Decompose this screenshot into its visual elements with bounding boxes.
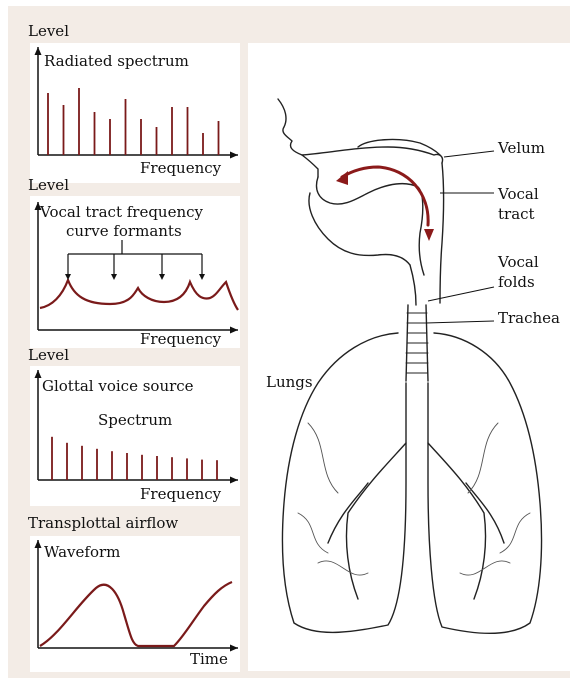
speech-production-figure: Level Radiated spectrum Frequency Level …	[8, 6, 570, 678]
velum-label: Velum	[498, 139, 545, 157]
radiated-spectrum-title: Radiated spectrum	[44, 53, 189, 70]
airflow-title: Waveform	[44, 544, 120, 561]
vocal-anatomy-illustration	[248, 43, 570, 671]
airflow-panel: Waveform Time	[30, 536, 240, 672]
tongue-outline	[317, 177, 425, 275]
glottal-subtitle: Spectrum	[98, 412, 172, 429]
vocal-tract-x-arrowhead	[230, 327, 238, 334]
radiated-x-axis-label: Frequency	[140, 161, 221, 176]
right-lung-outline	[428, 333, 542, 633]
pharynx-wall	[440, 163, 444, 303]
airflow-arrow	[342, 167, 428, 225]
vocal-tract-level-label: Level	[28, 178, 69, 193]
trachea-label: Trachea	[498, 309, 560, 327]
formant-pointer-head	[65, 274, 71, 280]
velum-pointer	[444, 151, 494, 157]
vocal-folds-label-line1: Vocal	[498, 253, 539, 271]
vocal-folds-label-line2: folds	[498, 273, 535, 291]
trachea-pointer	[426, 321, 494, 323]
radiated-y-arrowhead	[35, 47, 42, 55]
jaw-outline	[309, 193, 410, 265]
glottal-x-arrowhead	[230, 477, 238, 484]
glottal-level-label: Level	[28, 348, 69, 363]
glottal-source-panel: Glottal voice source Spectrum Frequency	[30, 366, 240, 506]
vocal-anatomy-panel: Velum Vocal tract Vocal folds Trachea Lu…	[248, 43, 570, 671]
bronchi	[328, 443, 504, 599]
vocal-folds-pointer	[428, 287, 494, 301]
radiated-x-arrowhead	[230, 152, 238, 159]
formant-pointer-head	[111, 274, 117, 280]
airflow-arrow-head-throat	[424, 229, 434, 241]
lungs-label: Lungs	[266, 373, 313, 391]
vocal-tract-label-line1: Vocal	[498, 185, 539, 203]
face-profile	[278, 99, 318, 177]
vocal-tract-title-line2: curve formants	[66, 223, 182, 240]
radiated-level-label: Level	[28, 24, 69, 39]
airflow-x-arrowhead	[230, 645, 238, 652]
palate-outline	[302, 147, 443, 163]
vocal-tract-title-line1: Vocal tract frequency	[40, 204, 203, 221]
formant-pointer-head	[199, 274, 205, 280]
glottal-x-axis-label: Frequency	[140, 487, 221, 502]
vocal-tract-x-axis-label: Frequency	[140, 332, 221, 347]
airflow-y-arrowhead	[35, 540, 42, 548]
glottal-y-arrowhead	[35, 370, 42, 378]
vocal-tract-label-line2: tract	[498, 205, 535, 223]
vocal-tract-panel: Vocal tract frequency curve formants Fre…	[30, 196, 240, 348]
formant-curve	[40, 280, 238, 310]
airflow-arrow-head-mouth	[336, 171, 348, 185]
radiated-spectrum-panel: Radiated spectrum Frequency	[30, 43, 240, 183]
formant-pointer-head	[159, 274, 165, 280]
larynx-front	[410, 265, 416, 305]
glottal-title: Glottal voice source	[42, 378, 194, 395]
airflow-waveform-line	[40, 582, 232, 646]
airflow-x-axis-label: Time	[190, 652, 228, 667]
airflow-label: Transplottal airflow	[28, 516, 178, 531]
